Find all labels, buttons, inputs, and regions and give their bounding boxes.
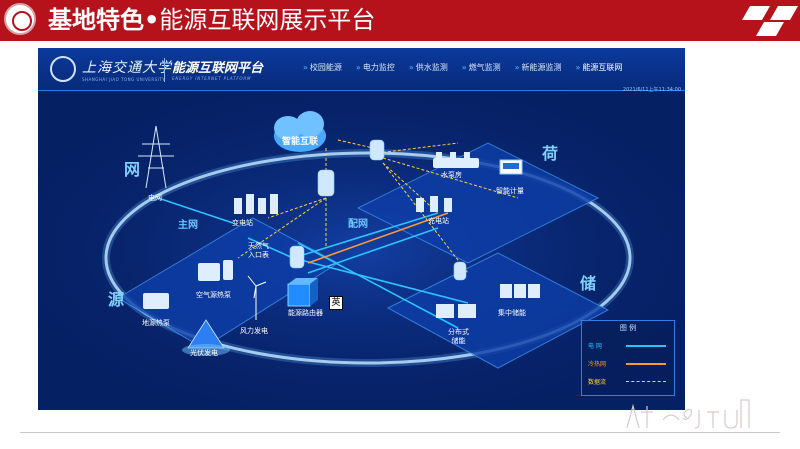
corner-flag-icon	[742, 6, 798, 36]
data-flow-lines	[237, 139, 519, 274]
university-name-en: SHANGHAI JIAO TONG UNIVERSITY	[82, 77, 166, 82]
legend-line-data	[626, 381, 666, 382]
ime-indicator[interactable]: 英	[329, 296, 343, 310]
label-charging-station: 充电站	[428, 217, 449, 225]
transmission-tower-icon	[138, 125, 174, 189]
platform-nav: 校园能源 电力监控 供水监测 燃气监测 新能源监测 能源互联网	[303, 62, 636, 73]
solar-panel-icon	[182, 319, 230, 356]
cloud-icon	[274, 111, 326, 152]
heat-flow-lines	[307, 212, 449, 264]
university-logo	[4, 3, 36, 35]
label-dist-grid: 配网	[348, 219, 368, 230]
platform-screen: 上海交通大学 SHANGHAI JIAO TONG UNIVERSITY 能源互…	[38, 48, 685, 410]
footer-divider	[20, 432, 780, 433]
nav-campus-energy[interactable]: 校园能源	[303, 62, 342, 73]
nav-new-energy-monitor[interactable]: 新能源监测	[515, 62, 562, 73]
server-icons	[289, 139, 467, 281]
corner-label-storage: 储	[580, 274, 597, 293]
slide-title-separator: •	[144, 6, 160, 34]
legend-label-power: 电 网	[588, 343, 602, 350]
label-main-grid: 主网	[178, 220, 198, 231]
wind-turbine-icon	[247, 275, 267, 320]
slide-title-sub: 能源互联网展示平台	[159, 6, 376, 34]
corner-label-grid: 网	[124, 160, 141, 179]
university-emblem-icon	[50, 56, 76, 82]
slide-title-main: 基地特色	[48, 6, 144, 34]
label-central-storage: 集中储能	[498, 309, 526, 317]
slide-title: 基地特色•能源互联网展示平台	[48, 4, 375, 36]
legend-line-power	[626, 345, 666, 347]
label-energy-router: 能源路由器	[288, 309, 323, 317]
corner-label-source: 源	[108, 290, 125, 309]
energy-router-icon	[287, 278, 318, 307]
energy-ring	[104, 151, 632, 365]
header-divider	[164, 58, 165, 82]
energy-diagram-canvas	[38, 90, 685, 410]
label-smart-internet: 智能互联	[282, 137, 319, 147]
label-smart-meter: 智能计量	[496, 187, 524, 195]
label-solar-power: 光伏发电	[190, 349, 218, 357]
platform-name-en: ENERGY INTERNET PLATFORM	[172, 76, 252, 81]
legend-label-data: 数据流	[588, 379, 607, 386]
label-water-pump: 水泵房	[441, 171, 462, 179]
platform-name-cn: 能源互联网平台	[172, 61, 264, 76]
nav-energy-internet[interactable]: 能源互联网	[576, 62, 622, 73]
storage-icons	[436, 284, 540, 318]
background-glow	[38, 90, 685, 410]
label-ground-source-heat-pump: 地源热泵	[142, 319, 170, 327]
smart-meter-icon	[499, 159, 523, 175]
slide-title-bar: 基地特色•能源互联网展示平台	[0, 0, 800, 41]
substation-icon	[234, 194, 278, 214]
legend-line-heat	[626, 363, 666, 365]
label-air-source-heat-pump: 空气源热泵	[196, 291, 231, 299]
nav-power-monitor[interactable]: 电力监控	[356, 62, 395, 73]
energy-ring-glow	[102, 149, 634, 367]
label-grid-tower: 电网	[148, 194, 162, 202]
nav-water-monitor[interactable]: 供水监测	[409, 62, 448, 73]
legend-label-heat: 冷热网	[588, 361, 607, 368]
label-gas-inlet: 天然气 入口表	[248, 242, 269, 259]
corner-label-load: 荷	[542, 144, 559, 163]
label-distributed-storage: 分布式 储能	[448, 328, 469, 345]
water-pump-icon	[433, 152, 479, 168]
label-substation: 变电站	[232, 219, 253, 227]
sjtu-watermark	[626, 399, 750, 429]
nav-gas-monitor[interactable]: 燃气监测	[462, 62, 501, 73]
charging-station-icon	[416, 196, 452, 212]
university-name-cn: 上海交通大学	[82, 60, 172, 76]
legend-title: 图 例	[619, 324, 637, 332]
label-wind-power: 风力发电	[240, 327, 268, 335]
heat-pump-icons	[143, 260, 233, 309]
diagram-legend: 图 例 电 网 冷热网 数据流	[581, 320, 675, 396]
